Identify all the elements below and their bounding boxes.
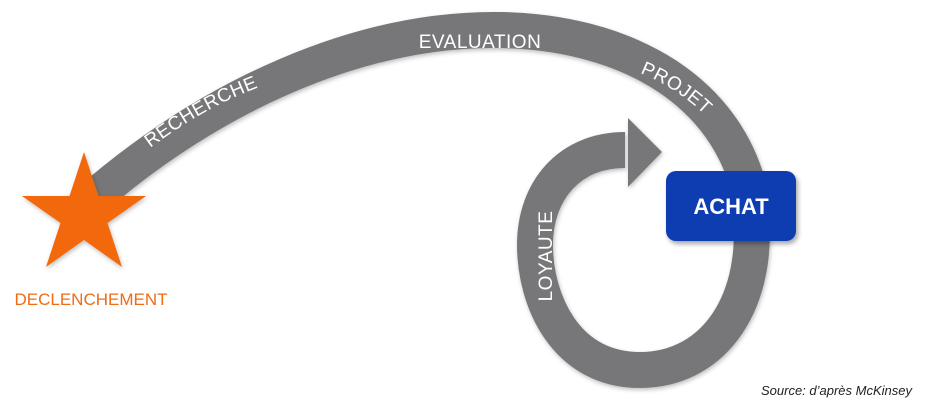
source-note: Source: d’après McKinsey [761, 383, 914, 398]
purchase-label: ACHAT [693, 194, 769, 219]
arrow-head-icon [628, 118, 662, 187]
journey-main-arc [73, 11, 766, 219]
purchase-node: ACHAT [666, 171, 796, 241]
loyalty-loop-band [516, 132, 770, 389]
stage-label-evaluation: EVALUATION [419, 32, 542, 53]
purchase-box [666, 171, 796, 241]
stage-label-loyalty: LOYAUTE [536, 211, 557, 302]
trigger-label: DECLENCHEMENT [14, 290, 167, 309]
star-icon [22, 152, 146, 267]
loyalty-loop [516, 118, 770, 389]
